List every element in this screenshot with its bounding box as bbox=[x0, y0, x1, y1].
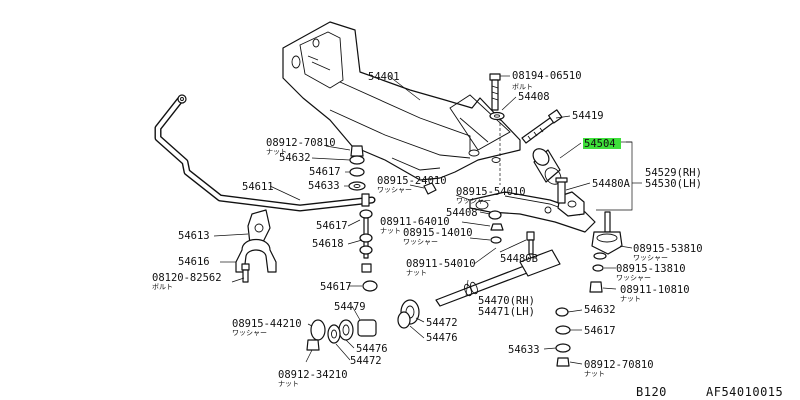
label-54401[interactable]: 54401 bbox=[368, 71, 400, 83]
label-54408-upper[interactable]: 54408 bbox=[518, 91, 550, 103]
label-54471-lh[interactable]: 54471(LH) bbox=[478, 306, 535, 318]
label-54618[interactable]: 54618 bbox=[312, 238, 344, 250]
label-08912-34210[interactable]: 08912-34210 bbox=[278, 369, 348, 381]
bushing-54613 bbox=[247, 209, 271, 245]
bolt-08120-82562 bbox=[241, 263, 250, 283]
label-54476-right[interactable]: 54476 bbox=[426, 332, 458, 344]
bolt-54480b bbox=[526, 231, 535, 255]
label-08912-70810-upper[interactable]: 08912-70810 bbox=[266, 137, 336, 149]
label-54611[interactable]: 54611 bbox=[242, 181, 274, 193]
label-08915-14010-type: ワッシャー bbox=[403, 238, 438, 246]
label-54617-d[interactable]: 54617 bbox=[584, 325, 616, 337]
label-08911-10810-type: ナット bbox=[620, 295, 641, 303]
label-54476-left[interactable]: 54476 bbox=[356, 343, 388, 355]
label-54617-b[interactable]: 54617 bbox=[316, 220, 348, 232]
bushing-set-54479 bbox=[306, 319, 377, 351]
label-54472-right[interactable]: 54472 bbox=[426, 317, 458, 329]
label-08194-06510[interactable]: 08194-06510 bbox=[512, 70, 582, 82]
label-54530-lh[interactable]: 54530(LH) bbox=[645, 178, 702, 190]
label-08911-54010[interactable]: 08911-54010 bbox=[406, 258, 476, 270]
label-54632-upper[interactable]: 54632 bbox=[279, 152, 311, 164]
label-08915-24010-type: ワッシャー bbox=[377, 186, 412, 194]
highlight-54504 bbox=[583, 138, 621, 149]
label-54613[interactable]: 54613 bbox=[178, 230, 210, 242]
label-08911-64010[interactable]: 08911-64010 bbox=[380, 216, 450, 228]
crossmember-54401 bbox=[282, 21, 521, 181]
link-stack-right bbox=[555, 307, 571, 367]
bracket-54616 bbox=[235, 238, 277, 273]
washer-08915-14010 bbox=[490, 236, 502, 244]
label-08120-82562[interactable]: 08120-82562 bbox=[152, 272, 222, 284]
stabilizer-bar-54611 bbox=[154, 94, 376, 212]
label-08915-44210-type: ワッシャー bbox=[232, 329, 267, 337]
label-08915-13810-type: ワッシャー bbox=[616, 274, 651, 282]
label-08912-70810-upper-type: ナット bbox=[266, 148, 287, 156]
washer-54408-upper bbox=[489, 111, 505, 121]
label-54504[interactable]: 54504 bbox=[584, 138, 616, 150]
bolt-54480a bbox=[555, 177, 568, 204]
part-labels: 54401 08194-06510 ボルト 54408 54419 54504 … bbox=[152, 70, 703, 388]
label-54480a[interactable]: 54480A bbox=[592, 178, 631, 190]
label-54470-rh[interactable]: 54470(RH) bbox=[478, 295, 535, 307]
label-08915-44210[interactable]: 08915-44210 bbox=[232, 318, 302, 330]
label-08912-70810-lower[interactable]: 08912-70810 bbox=[584, 359, 654, 371]
link-stack-left bbox=[348, 145, 378, 292]
bushing-54476-right bbox=[397, 299, 420, 329]
label-08912-34210-type: ナット bbox=[278, 380, 299, 388]
label-08915-53810-type: ワッシャー bbox=[633, 254, 668, 262]
washer-08915-24010 bbox=[423, 182, 437, 195]
label-54633-lower[interactable]: 54633 bbox=[508, 344, 540, 356]
label-54472-left[interactable]: 54472 bbox=[350, 355, 382, 367]
bolt-54419 bbox=[521, 109, 563, 144]
label-08915-53810[interactable]: 08915-53810 bbox=[633, 243, 703, 255]
footer-model: B120 bbox=[636, 385, 667, 399]
label-08915-54010-type: ワッシャー bbox=[456, 197, 491, 205]
label-08912-70810-lower-type: ナット bbox=[584, 370, 605, 378]
label-54616[interactable]: 54616 bbox=[178, 256, 210, 268]
label-08911-64010-type: ナット bbox=[380, 227, 401, 235]
bolt-08194-06510 bbox=[489, 73, 501, 111]
label-54480b[interactable]: 54480B bbox=[500, 253, 538, 265]
label-54617-c[interactable]: 54617 bbox=[320, 281, 352, 293]
label-08915-24010[interactable]: 08915-24010 bbox=[377, 175, 447, 187]
footer-diagram-code: AF54010015 bbox=[706, 385, 783, 399]
bushing-54504 bbox=[532, 148, 562, 185]
label-08120-82562-type: ボルト bbox=[152, 283, 173, 291]
label-54633-upper[interactable]: 54633 bbox=[308, 180, 340, 192]
label-08915-54010[interactable]: 08915-54010 bbox=[456, 186, 526, 198]
ball-joint bbox=[589, 211, 623, 293]
label-08194-06510-type: ボルト bbox=[512, 83, 533, 91]
label-08915-14010[interactable]: 08915-14010 bbox=[403, 227, 473, 239]
label-08911-54010-type: ナット bbox=[406, 269, 427, 277]
bushing-54408-lower bbox=[488, 210, 502, 220]
label-54419[interactable]: 54419 bbox=[572, 110, 604, 122]
label-08911-10810[interactable]: 08911-10810 bbox=[620, 284, 690, 296]
nut-08911-64010 bbox=[490, 223, 504, 231]
label-54617-a[interactable]: 54617 bbox=[309, 166, 341, 178]
leader-lines bbox=[213, 75, 642, 365]
label-54479[interactable]: 54479 bbox=[334, 301, 366, 313]
label-08915-13810[interactable]: 08915-13810 bbox=[616, 263, 686, 275]
label-54529-rh[interactable]: 54529(RH) bbox=[645, 167, 702, 179]
label-54408-lower[interactable]: 54408 bbox=[446, 207, 478, 219]
label-54632-lower[interactable]: 54632 bbox=[584, 304, 616, 316]
